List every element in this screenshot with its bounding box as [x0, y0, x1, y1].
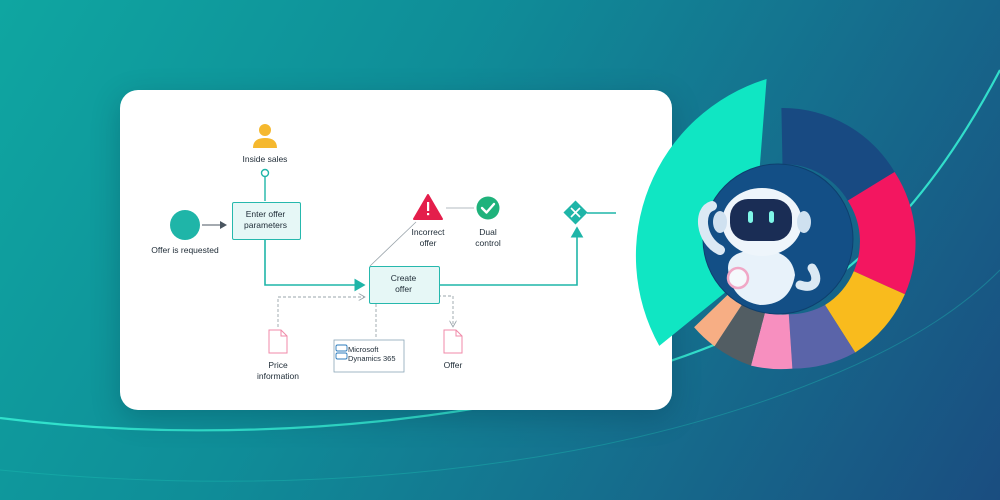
document-icon[interactable] [443, 329, 463, 354]
role-label: Inside sales [242, 154, 288, 164]
task-create-label: Create offer [390, 273, 417, 294]
task-create-offer[interactable] [369, 266, 440, 304]
segment-ring [635, 79, 916, 370]
price-data-association [277, 297, 364, 327]
background-glow-line [0, 69, 1000, 432]
system-label: Microsoft Dynamics 365 [348, 345, 396, 364]
process-diagram [170, 124, 616, 373]
check-label: Dual control [475, 227, 501, 248]
exclusive-gateway-icon[interactable] [563, 200, 588, 225]
database-icon [335, 344, 348, 360]
ring-segment-peach [694, 290, 744, 347]
check-icon [476, 196, 500, 220]
price-document-label: Price information [256, 360, 300, 381]
warning-icon [413, 194, 443, 220]
task-enter-label: Enter offer parameters [244, 209, 287, 230]
flow-enter-to-create [264, 238, 366, 292]
task-enter-offer-parameters[interactable] [232, 202, 301, 240]
flow-create-to-gateway [438, 226, 584, 286]
ring-segment-gray [714, 301, 765, 366]
warning-to-task-line [369, 221, 417, 267]
offer-document-label: Offer [443, 360, 463, 370]
document-icon[interactable] [268, 329, 288, 354]
role-connector-dot [260, 168, 270, 178]
ring-segment-navy [781, 107, 895, 201]
ring-segment-pink [847, 172, 916, 295]
warning-label: Incorrect offer [411, 227, 445, 248]
start-event-circle[interactable] [170, 210, 200, 240]
ring-segment-purple [788, 305, 856, 369]
ring-segment-light-pink [751, 312, 793, 370]
robot-icon [698, 188, 821, 305]
background-soft-line [0, 269, 1000, 482]
ring-segment-yellow [825, 271, 905, 353]
offer-data-association [438, 295, 453, 326]
person-icon [253, 124, 277, 148]
start-event-label: Offer is requested [151, 245, 219, 255]
